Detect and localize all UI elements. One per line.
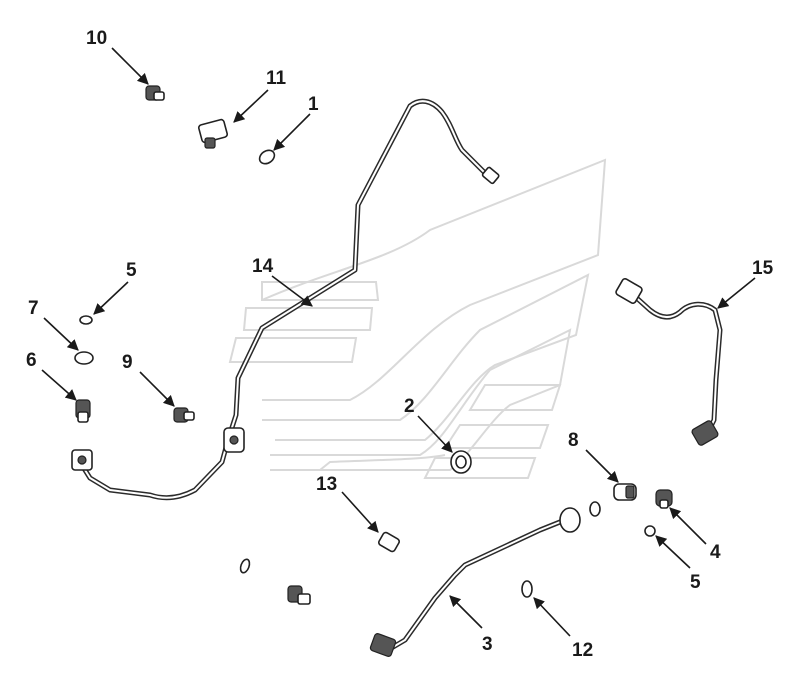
part-13-banjo-bolt	[378, 531, 400, 553]
pipe-3	[369, 507, 581, 657]
watermark-logo	[228, 158, 607, 479]
callout-15: 15	[752, 258, 774, 279]
callout-6: 6	[26, 350, 37, 371]
callout-4: 4	[710, 542, 721, 563]
part-5-washer-left	[79, 315, 93, 325]
part-11-bracket	[197, 118, 229, 149]
callout-7: 7	[28, 298, 39, 319]
part-7-oring	[74, 351, 94, 365]
leader-lines	[41, 47, 756, 637]
callout-9: 9	[122, 352, 133, 373]
part-loose-oring	[239, 558, 251, 574]
pipe-14	[71, 98, 500, 501]
callout-2: 2	[404, 396, 415, 417]
pipe-15	[615, 278, 723, 446]
part-9-fitting	[173, 407, 195, 423]
callout-8: 8	[568, 430, 579, 451]
part-4-fitting	[655, 489, 673, 509]
callout-13: 13	[316, 474, 337, 495]
callout-11: 11	[266, 68, 287, 89]
callout-1: 1	[308, 94, 319, 115]
part-seal-ring	[589, 501, 601, 517]
callout-labels: 10 11 1 14 5 7 6 9 15 2 8 13 4 5 3 12	[26, 28, 774, 661]
part-8-fitting	[613, 483, 637, 501]
callout-5b: 5	[690, 572, 701, 593]
callout-5: 5	[126, 260, 137, 281]
part-5-washer-right	[644, 525, 656, 537]
callout-3: 3	[482, 634, 493, 655]
part-12-oring	[521, 580, 533, 598]
callout-10: 10	[86, 28, 107, 49]
part-6-fitting	[75, 399, 91, 423]
part-loose-fitting	[287, 585, 311, 605]
callout-14: 14	[252, 256, 274, 277]
part-2-grommet	[450, 450, 472, 474]
callout-12: 12	[572, 640, 593, 661]
part-10-fitting	[145, 85, 165, 101]
part-1-nut	[258, 149, 276, 165]
